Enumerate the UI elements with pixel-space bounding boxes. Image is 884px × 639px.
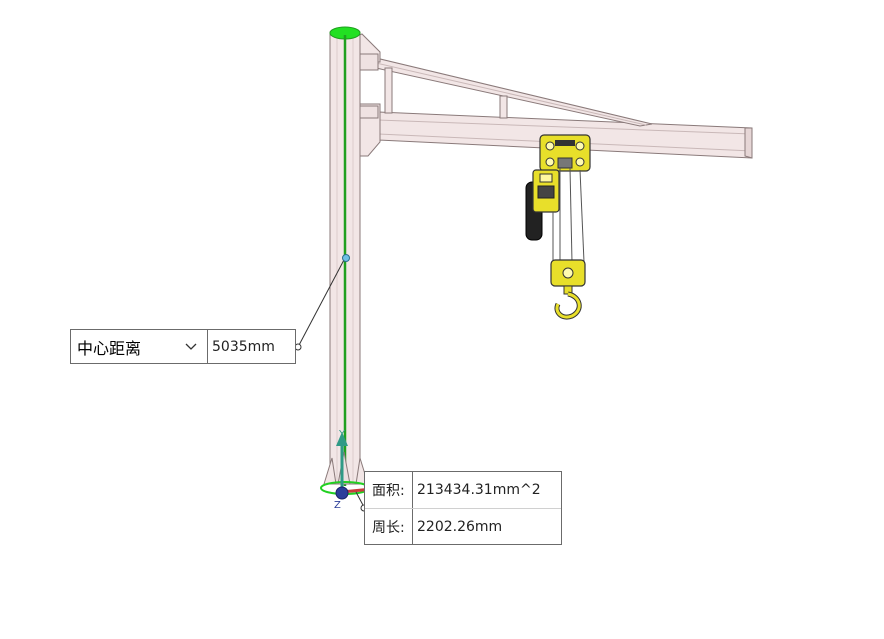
perimeter-row: 周长: 2202.26mm [365, 509, 561, 545]
chevron-down-icon[interactable] [185, 340, 197, 352]
svg-text:Z: Z [334, 500, 341, 511]
measure-point-handle[interactable] [342, 254, 350, 262]
svg-text:Y: Y [338, 429, 346, 440]
measure-mode-label: 中心距离 [77, 338, 142, 358]
hook-block[interactable] [550, 259, 586, 320]
hoist-motor[interactable] [525, 169, 560, 241]
face-properties-callout[interactable]: 面积: 213434.31mm^2 周长: 2202.26mm [364, 471, 562, 545]
perimeter-label: 周长: [365, 509, 413, 545]
area-label: 面积: [365, 472, 413, 508]
hoist-chains [552, 167, 585, 263]
hoist-trolley[interactable] [539, 134, 591, 172]
measure-mode-dropdown[interactable]: 中心距离 [71, 330, 208, 363]
area-value: 213434.31mm^2 [417, 482, 541, 498]
measure-distance-value: 5035mm [212, 338, 275, 355]
area-row: 面积: 213434.31mm^2 [365, 472, 561, 509]
info-leader-line [355, 491, 365, 508]
perimeter-value: 2202.26mm [417, 519, 503, 535]
measure-callout[interactable]: 中心距离 5035mm [70, 329, 296, 364]
measure-leader-line [297, 257, 346, 348]
